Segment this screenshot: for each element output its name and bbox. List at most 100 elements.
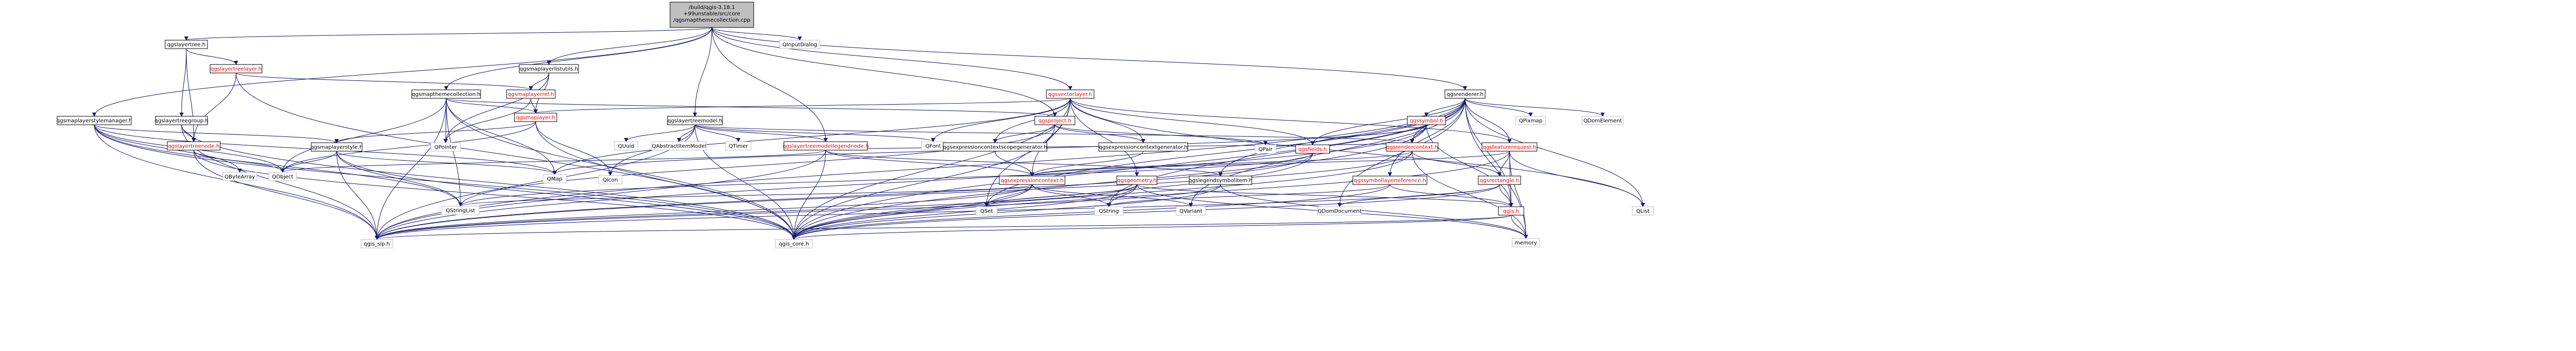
node-label: qgsmaplayerstyle.h xyxy=(311,145,363,151)
dependency-edge xyxy=(186,48,238,65)
node-qgsmaplayerstyle[interactable]: qgsmaplayerstyle.h xyxy=(311,142,363,152)
dependency-edge xyxy=(792,151,1413,240)
node-box xyxy=(1481,142,1538,152)
node-label: QPair xyxy=(1259,147,1273,153)
node-box xyxy=(311,142,363,152)
node-qgsvectorlayer[interactable]: qgsvectorlayer.h xyxy=(1046,89,1095,99)
node-box xyxy=(598,175,622,184)
node-qgsmaplayerlistutils[interactable]: qgsmaplayerlistutils.h xyxy=(519,64,579,73)
node-box xyxy=(1581,116,1624,125)
node-qgslayertreemodel[interactable]: qgslayertreemodel.h xyxy=(667,116,723,125)
node-label: QPointer xyxy=(435,145,458,151)
node-box xyxy=(1295,144,1330,154)
node-qgsexpressioncontext[interactable]: qgsexpressioncontext.h xyxy=(999,176,1065,185)
node-qgsfeaturerequest[interactable]: qgsfeaturerequest.h xyxy=(1481,142,1538,152)
node-label: QFont xyxy=(925,144,941,150)
dependency-edge xyxy=(1032,184,1193,207)
node-qgssymbol[interactable]: qgssymbol.h xyxy=(1407,116,1446,125)
node-box xyxy=(519,64,579,73)
dependency-edge xyxy=(336,151,379,240)
node-box xyxy=(651,141,707,151)
node-box xyxy=(222,172,257,181)
node-qgslayertreemodellegendnode[interactable]: qgslayertreemodellegendnode.h xyxy=(783,141,869,151)
node-qlist: QList xyxy=(1632,206,1654,216)
node-box xyxy=(268,172,297,181)
dependency-edge xyxy=(711,27,828,142)
node-box xyxy=(1386,142,1439,152)
dependency-edge xyxy=(694,124,828,142)
node-qgsproject[interactable]: qgsproject.h xyxy=(1034,116,1075,125)
dependency-edge xyxy=(375,151,1413,240)
dependency-edge xyxy=(711,27,802,41)
dependency-edge xyxy=(179,48,187,117)
node-box xyxy=(165,40,208,49)
node-qgssymbollayerreference[interactable]: qgssymbollayerreference.h xyxy=(1352,176,1427,185)
dependency-edge xyxy=(184,27,712,41)
node-qgslegendsymbolitem[interactable]: qgslegendsymbolitem.h xyxy=(1189,176,1252,185)
node-qgsmaplayerref[interactable]: qgsmaplayerref.h xyxy=(506,89,556,99)
dependency-edge xyxy=(1054,124,1145,143)
node-qgsmaplayer[interactable]: qgsmaplayer.h xyxy=(514,113,557,122)
dependency-edge xyxy=(694,124,1414,143)
node-qgslayertreenode[interactable]: qgslayertreenode.h xyxy=(167,141,221,151)
node-qinputdialog: QInputDialog xyxy=(779,40,820,49)
node-qgis[interactable]: qgis.h xyxy=(1498,206,1524,216)
dependency-edge xyxy=(792,151,1510,240)
node-root[interactable]: /build/qgis-3.18.1+99unstable/src/core/q… xyxy=(670,2,754,28)
node-qgsrectangle[interactable]: qgsrectangle.h xyxy=(1478,176,1521,185)
node-box xyxy=(506,89,556,99)
node-label: qgis_core.h xyxy=(779,242,809,247)
node-qgsfields[interactable]: qgsfields.h xyxy=(1295,144,1330,154)
node-label: qgssymbollayerreference.h xyxy=(1354,178,1426,184)
dependency-edge xyxy=(236,72,533,90)
node-qgslayertreegroup[interactable]: qgslayertreegroup.h xyxy=(155,116,209,125)
dependency-edge xyxy=(984,98,1071,207)
node-box xyxy=(775,239,813,248)
node-qgsmaplayerstylemanager[interactable]: qgsmaplayerstylemanager.h xyxy=(57,116,132,125)
node-qgsexpressioncontextscopegenerator[interactable]: qgsexpressioncontextscopegenerator.h xyxy=(943,142,1047,152)
dependency-edge xyxy=(1465,98,1512,143)
node-qgsrenderer[interactable]: qgsrenderer.h xyxy=(1444,89,1486,99)
node-qstring: QString xyxy=(1094,206,1124,216)
node-label: qgslegendsymbolitem.h xyxy=(1189,178,1252,184)
node-qdomdocument: QDomDocument xyxy=(1317,206,1362,216)
node-qgslayertreelayer[interactable]: qgslayertreelayer.h xyxy=(210,64,263,73)
node-qtimer: QTimer xyxy=(725,141,752,151)
dependency-edge xyxy=(792,184,1390,240)
node-box xyxy=(167,141,221,151)
node-label: qgssymbol.h xyxy=(1409,118,1443,124)
node-box xyxy=(57,116,132,125)
node-qgsgeometry[interactable]: qgsgeometry.h xyxy=(1116,176,1158,185)
node-qset: QSet xyxy=(975,206,998,216)
dependency-edge xyxy=(1337,184,1500,207)
dependency-edge xyxy=(792,98,1071,240)
node-qstringlist: QStringList xyxy=(441,206,480,215)
dependency-edge xyxy=(792,184,1033,240)
dependency-edge xyxy=(1107,184,1390,207)
node-box xyxy=(943,142,1047,152)
node-qgsrendercontext[interactable]: qgsrendercontext.h xyxy=(1386,142,1439,152)
dependency-edge xyxy=(446,98,463,207)
node-qgslayertree[interactable]: qgslayertree.h xyxy=(165,40,208,49)
node-box xyxy=(1632,206,1654,216)
node-label: QString xyxy=(1099,209,1119,215)
node-box xyxy=(667,116,723,125)
node-label: QIcon xyxy=(603,178,618,183)
node-box xyxy=(1478,176,1521,185)
dependency-edge xyxy=(193,150,285,173)
dependency-edge xyxy=(375,215,1512,240)
node-qgsexpressioncontextgenerator[interactable]: qgsexpressioncontextgenerator.h xyxy=(1098,142,1188,152)
node-box xyxy=(1189,176,1252,185)
dependency-edge xyxy=(1337,98,1466,207)
dependency-edge xyxy=(444,72,549,143)
node-label: qgsfields.h xyxy=(1298,147,1327,153)
dependency-edge xyxy=(711,27,1057,117)
dependency-edge xyxy=(92,27,712,117)
dependency-edge xyxy=(446,98,538,114)
dependency-edge xyxy=(375,124,1427,240)
node-qgsmapthemecollection[interactable]: qgsmapthemecollection.h xyxy=(411,89,481,99)
dependency-edge xyxy=(1509,151,1645,207)
dependency-edge xyxy=(444,98,531,143)
node-label: qgsexpressioncontextgenerator.h xyxy=(1099,145,1188,151)
